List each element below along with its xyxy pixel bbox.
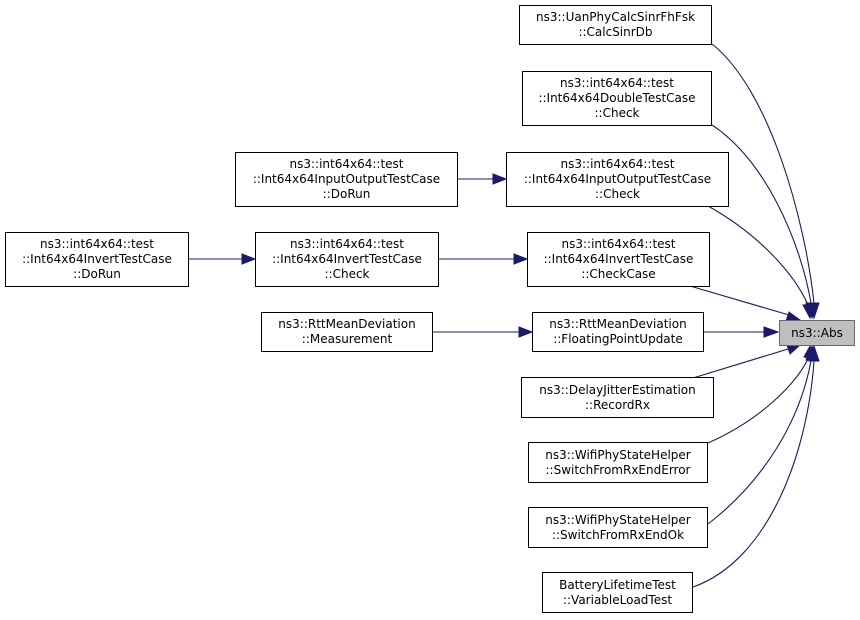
- edge-checkcase-to-abs: [689, 285, 790, 316]
- node-invert-testcase-dorun[interactable]: ns3::int64x64::test ::Int64x64InvertTest…: [5, 232, 189, 287]
- node-label: ::SwitchFromRxEndError: [545, 462, 691, 477]
- node-label: ::Int64x64InvertTestCase: [22, 252, 172, 266]
- arrowhead: [802, 303, 814, 320]
- node-label: ns3::WifiPhyStateHelper: [545, 512, 691, 527]
- node-wifi-rxendok[interactable]: ns3::WifiPhyStateHelper ::SwitchFromRxEn…: [528, 507, 708, 548]
- arrowhead: [763, 326, 780, 338]
- node-invert-testcase-checkcase[interactable]: ns3::int64x64::test ::Int64x64InvertTest…: [527, 232, 710, 287]
- node-wifi-rxenderror[interactable]: ns3::WifiPhyStateHelper ::SwitchFromRxEn…: [528, 442, 708, 483]
- arrowhead: [808, 344, 820, 362]
- node-invert-testcase-check[interactable]: ns3::int64x64::test ::Int64x64InvertTest…: [255, 232, 439, 287]
- arrowhead: [513, 253, 529, 265]
- node-label: ::Int64x64DoubleTestCase: [538, 91, 696, 105]
- node-label: ::Check: [594, 106, 640, 120]
- node-label: ::RecordRx: [585, 397, 650, 412]
- node-double-testcase-check[interactable]: ns3::int64x64::test ::Int64x64DoubleTest…: [522, 71, 712, 126]
- node-label: ::Int64x64InvertTestCase: [272, 252, 422, 266]
- edge-calcsinrdb-to-abs: [711, 43, 815, 304]
- node-label: ::Measurement: [301, 332, 393, 346]
- arrowhead: [492, 173, 508, 185]
- node-label: ns3::int64x64::test: [560, 76, 674, 90]
- node-label: ::FloatingPointUpdate: [553, 332, 683, 346]
- node-label: ::VariableLoadTest: [562, 592, 673, 607]
- node-label: ::CalcSinrDb: [578, 25, 653, 39]
- edge-doublecheck-to-abs: [711, 124, 812, 304]
- node-label: ::Int64x64InputOutputTestCase: [523, 172, 712, 186]
- node-label: ns3::int64x64::test: [561, 237, 676, 251]
- arrowhead: [786, 344, 802, 355]
- edge-battery-to-abs: [692, 360, 815, 588]
- node-delayjitter-recordrx[interactable]: ns3::DelayJitterEstimation ::RecordRx: [521, 377, 714, 418]
- node-label: ::SwitchFromRxEndOk: [551, 527, 685, 542]
- node-label: ::Int64x64InputOutputTestCase: [252, 172, 441, 186]
- node-rtt-floatingpointupdate[interactable]: ns3::RttMeanDeviation ::FloatingPointUpd…: [532, 312, 704, 352]
- arrowhead: [241, 253, 257, 265]
- node-io-testcase-check[interactable]: ns3::int64x64::test ::Int64x64InputOutpu…: [506, 152, 729, 207]
- edge-rxendok-to-abs: [707, 360, 812, 525]
- node-label: ::Check: [324, 267, 370, 281]
- node-label: ::DoRun: [73, 267, 121, 281]
- node-label: ::Check: [595, 187, 640, 201]
- node-label: BatteryLifetimeTest: [559, 577, 676, 592]
- node-label: ns3::RttMeanDeviation: [549, 317, 687, 331]
- node-io-testcase-dorun[interactable]: ns3::int64x64::test ::Int64x64InputOutpu…: [235, 152, 458, 207]
- node-label: ns3::int64x64::test: [289, 157, 404, 171]
- node-label: ns3::int64x64::test: [290, 237, 404, 251]
- edge-iocheck-to-abs: [707, 205, 809, 306]
- node-battery-variableloadtest[interactable]: BatteryLifetimeTest ::VariableLoadTest: [542, 572, 693, 613]
- arrowhead: [518, 326, 534, 338]
- node-label: ns3::int64x64::test: [40, 237, 154, 251]
- node-label: ::DoRun: [322, 187, 371, 201]
- node-label: ::CheckCase: [581, 267, 656, 281]
- node-abs: ns3::Abs: [779, 320, 855, 346]
- node-label: ns3::int64x64::test: [560, 157, 675, 171]
- node-label: ns3::UanPhyCalcSinrFhFsk: [535, 10, 696, 24]
- node-uanphy-calcsinrdb[interactable]: ns3::UanPhyCalcSinrFhFsk ::CalcSinrDb: [519, 5, 712, 45]
- node-rtt-measurement[interactable]: ns3::RttMeanDeviation ::Measurement: [261, 312, 433, 352]
- edge-rxenderror-to-abs: [707, 358, 809, 444]
- node-label: ::Int64x64InvertTestCase: [543, 252, 694, 266]
- node-label: ns3::WifiPhyStateHelper: [545, 447, 691, 462]
- edge-recordrx-to-abs: [692, 348, 789, 379]
- node-label: ns3::DelayJitterEstimation: [539, 382, 696, 397]
- node-label: ns3::RttMeanDeviation: [278, 317, 416, 331]
- node-label: ns3::Abs: [791, 325, 843, 340]
